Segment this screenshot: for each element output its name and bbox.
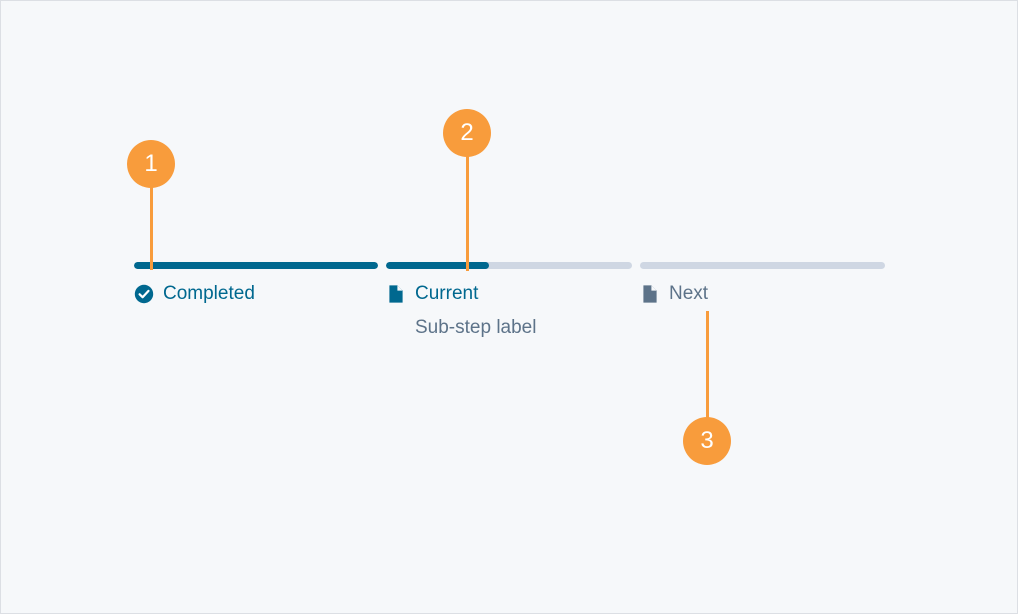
callout-badge-3: 3 bbox=[683, 417, 731, 465]
callout-badge-2: 2 bbox=[443, 109, 491, 157]
progress-step-label: Next bbox=[669, 283, 709, 304]
progress-step-label: Current bbox=[415, 283, 479, 304]
progress-step-current[interactable]: Current Sub-step label bbox=[386, 262, 632, 340]
document-icon bbox=[389, 285, 403, 303]
progress-step-label-row: Completed bbox=[134, 282, 378, 306]
callout-line-2 bbox=[466, 132, 469, 271]
progress-step-sublabel: Sub-step label bbox=[415, 317, 537, 338]
callout-line-3 bbox=[706, 311, 709, 418]
progress-step-track bbox=[386, 262, 632, 269]
progress-step-next[interactable]: Next bbox=[640, 262, 885, 306]
document-icon bbox=[643, 285, 657, 303]
progress-indicator: Completed Current Sub-step label bbox=[134, 262, 885, 352]
callout-badge-1: 1 bbox=[127, 140, 175, 188]
check-circle-icon bbox=[134, 284, 154, 304]
progress-step-track bbox=[640, 262, 885, 269]
progress-step-label: Completed bbox=[163, 283, 255, 304]
progress-step-fill bbox=[386, 262, 490, 269]
progress-step-label-row: Next bbox=[640, 282, 885, 306]
progress-step-completed[interactable]: Completed bbox=[134, 262, 378, 306]
progress-step-label-row: Current bbox=[386, 282, 632, 306]
progress-step-fill bbox=[134, 262, 378, 269]
progress-step-track bbox=[134, 262, 378, 269]
callout-line-1 bbox=[150, 164, 153, 270]
